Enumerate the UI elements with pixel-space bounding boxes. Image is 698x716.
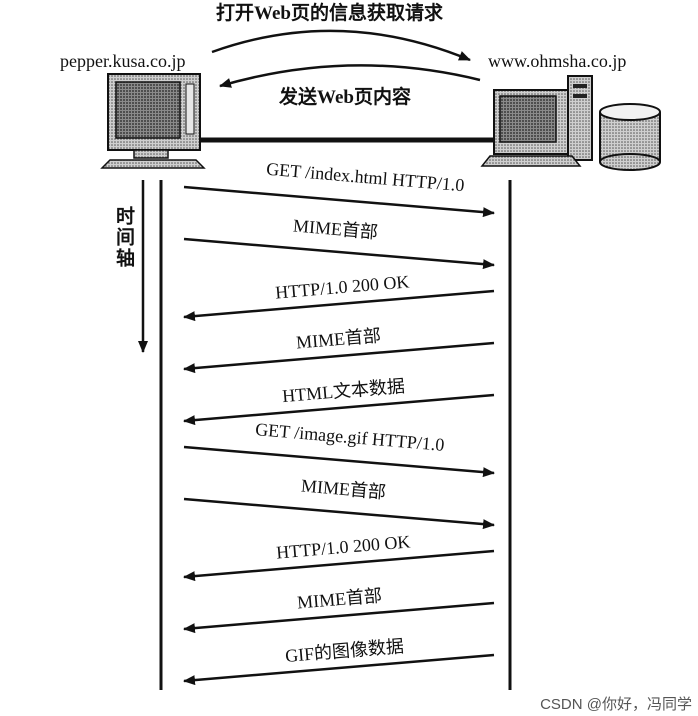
server-hostname: www.ohmsha.co.jp — [488, 52, 626, 70]
message-arrow — [184, 499, 494, 525]
time-axis-label: 时间轴 — [114, 206, 133, 269]
response-caption: 发送Web页内容 — [279, 88, 411, 107]
request-curve-arrow — [212, 31, 470, 60]
server-computer-icon — [482, 76, 592, 166]
request-caption: 打开Web页的信息获取请求 — [216, 4, 443, 23]
client-computer-icon — [102, 74, 204, 168]
database-icon — [600, 104, 660, 170]
watermark: CSDN @你好，冯同学 — [540, 697, 692, 712]
message-arrow — [184, 447, 494, 473]
response-curve-arrow — [220, 65, 480, 86]
message-arrow — [184, 239, 494, 265]
client-hostname: pepper.kusa.co.jp — [60, 52, 185, 70]
